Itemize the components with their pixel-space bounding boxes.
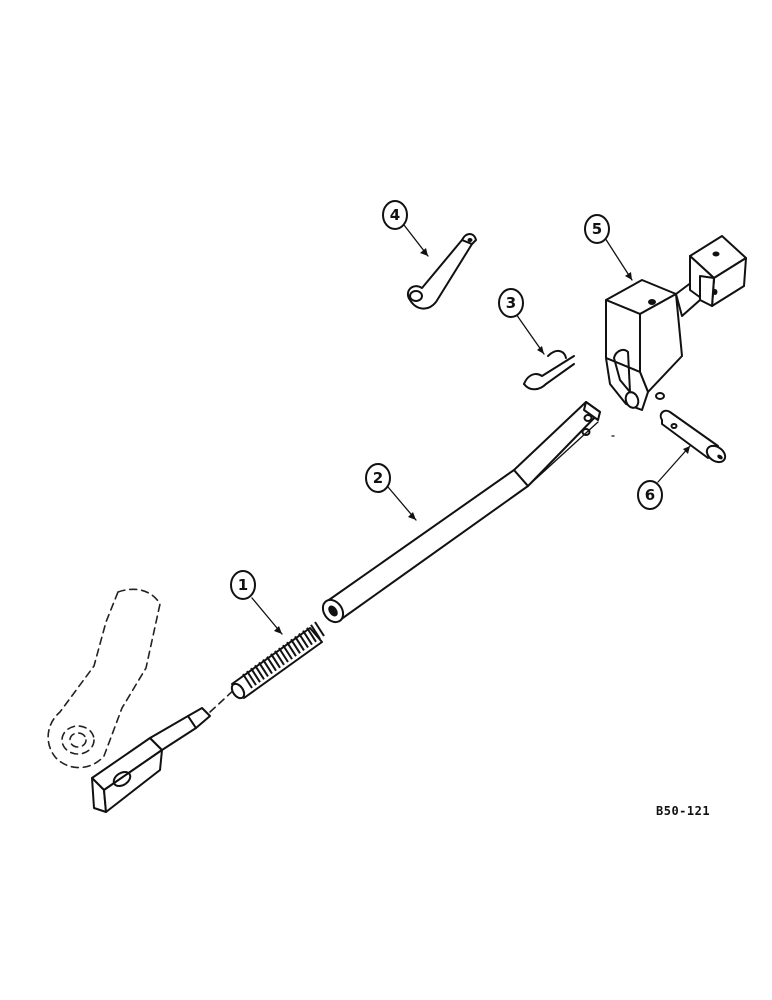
thread-ridge bbox=[282, 644, 293, 660]
thread-ridge bbox=[294, 635, 305, 651]
callout-4: 4 bbox=[382, 200, 408, 230]
leader-lines bbox=[251, 224, 691, 635]
thread-ridge bbox=[306, 627, 317, 643]
rod-threads bbox=[242, 621, 325, 689]
thread-ridge bbox=[250, 667, 261, 683]
thread-ridge bbox=[242, 673, 253, 689]
callout-1-number: 1 bbox=[238, 576, 248, 594]
hairpin-clip bbox=[523, 350, 575, 391]
threaded-rod bbox=[209, 621, 325, 713]
thread-ridge bbox=[278, 647, 289, 663]
thread-ridge bbox=[290, 638, 301, 654]
thread-ridge bbox=[270, 653, 281, 669]
thread-ridge bbox=[266, 656, 277, 672]
callout-1: 1 bbox=[230, 570, 256, 600]
l-pin bbox=[406, 233, 477, 310]
callout-2: 2 bbox=[365, 463, 391, 493]
thread-ridge bbox=[262, 659, 273, 675]
drawing-code: B50-121 bbox=[656, 804, 711, 818]
callout-3-number: 3 bbox=[506, 294, 516, 312]
callout-5: 5 bbox=[584, 214, 610, 244]
callout-6: 6 bbox=[637, 480, 663, 510]
callout-6-number: 6 bbox=[645, 486, 655, 504]
callout-2-number: 2 bbox=[373, 469, 383, 487]
thread-ridge bbox=[274, 650, 285, 666]
thread-ridge bbox=[254, 664, 265, 680]
thread-ridge bbox=[286, 641, 297, 657]
rod-end-plate bbox=[91, 707, 211, 813]
callout-5-number: 5 bbox=[592, 220, 602, 238]
ghost-linkage-arm bbox=[47, 588, 161, 769]
thread-ridge bbox=[310, 624, 321, 640]
thread-ridge bbox=[258, 661, 269, 677]
sleeve-tube bbox=[321, 401, 601, 624]
callout-4-number: 4 bbox=[390, 206, 400, 224]
clevis-pin bbox=[659, 409, 727, 464]
clevis-bracket bbox=[605, 235, 747, 411]
thread-ridge bbox=[298, 633, 309, 649]
thread-ridge bbox=[314, 621, 325, 637]
callout-3: 3 bbox=[498, 288, 524, 318]
thread-ridge bbox=[302, 630, 313, 646]
thread-ridge bbox=[246, 670, 257, 686]
